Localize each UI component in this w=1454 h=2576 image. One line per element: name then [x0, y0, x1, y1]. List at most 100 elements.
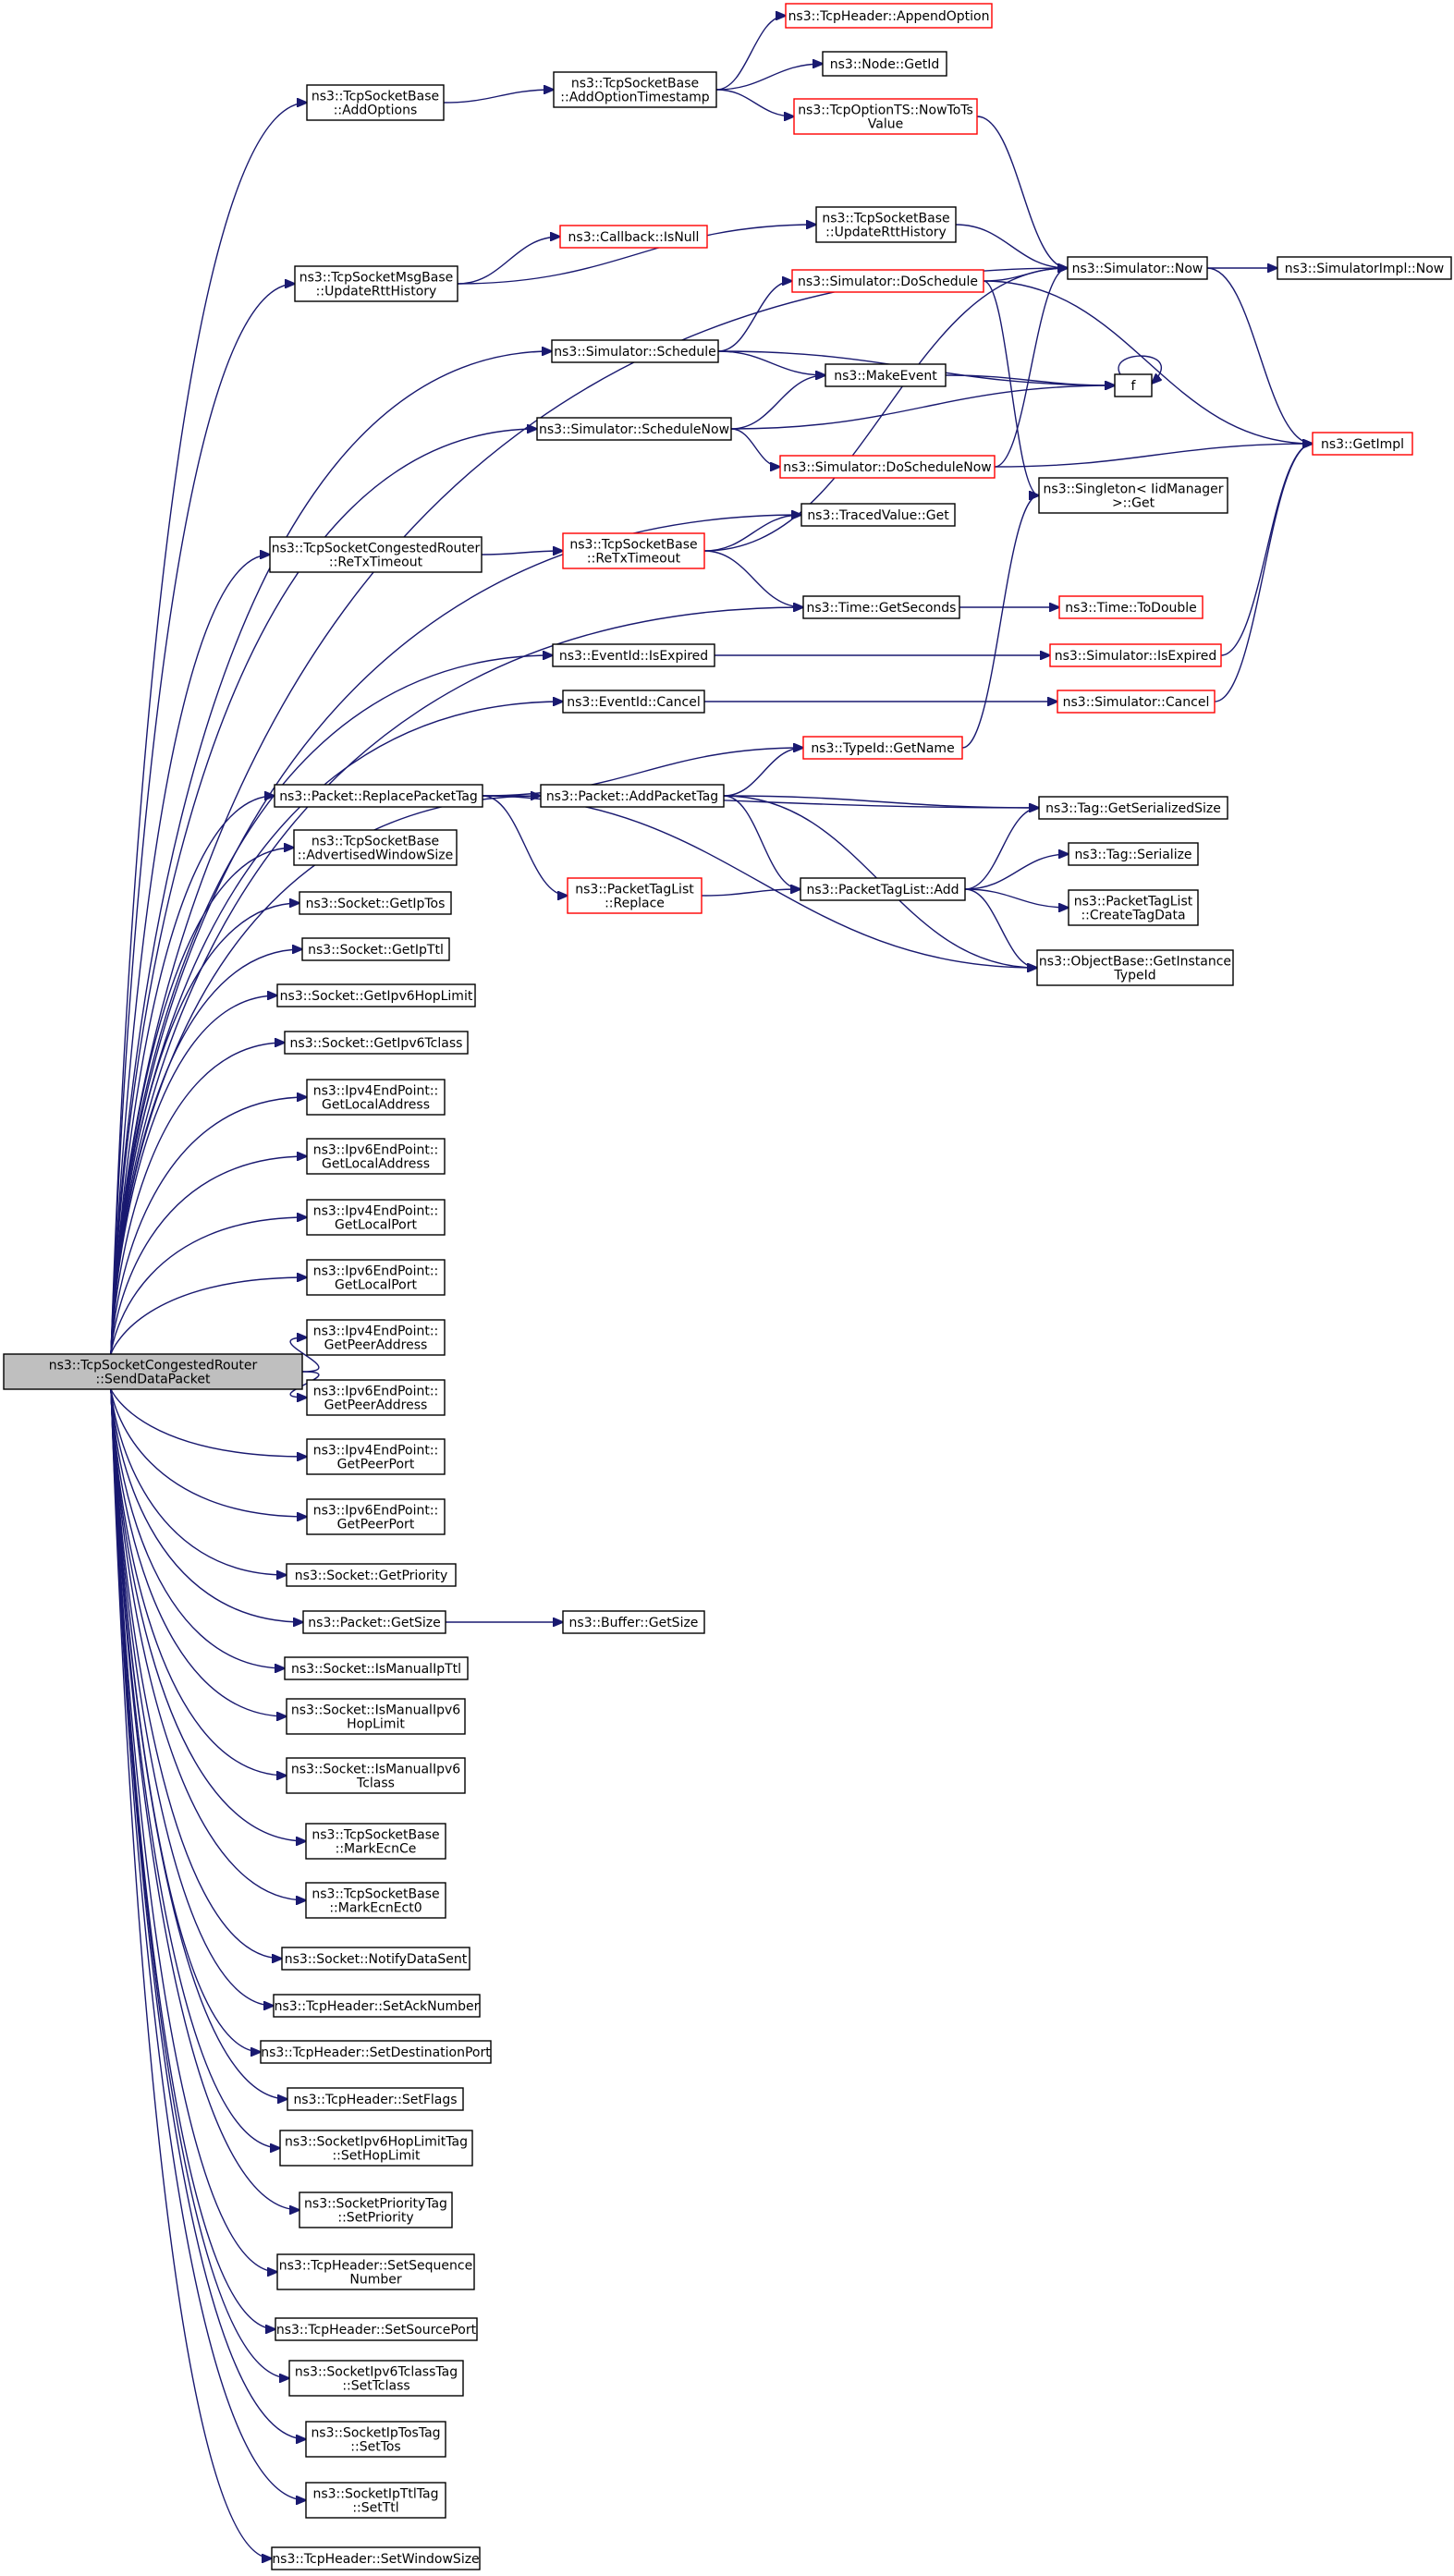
edge: [110, 1388, 307, 1457]
node-box: [793, 98, 978, 135]
node-getIpTos[interactable]: ns3::Socket::GetIpTos: [299, 891, 452, 915]
node-scheduleNow[interactable]: ns3::Simulator::ScheduleNow: [536, 417, 732, 441]
node-label: Value: [868, 117, 903, 132]
node-label: ns3::TcpHeader::SetSourcePort: [276, 2323, 477, 2338]
node-label: ns3::TcpSocketCongestedRouter: [272, 542, 481, 556]
node-label: ns3::Socket::IsManualIpv6: [291, 1703, 460, 1718]
edge-root-to-ip4PeerAddr: [289, 1337, 320, 1373]
node-getSeconds[interactable]: ns3::Time::GetSeconds: [802, 595, 960, 619]
node-replaceTag[interactable]: ns3::Packet::ReplacePacketTag: [274, 784, 483, 808]
node-addPacketTag[interactable]: ns3::Packet::AddPacketTag: [540, 784, 725, 808]
node-getImpl[interactable]: ns3::GetImpl: [1312, 432, 1413, 456]
node-label: ns3::Tag::GetSerializedSize: [1045, 801, 1221, 816]
node-doScheduleNow[interactable]: ns3::Simulator::DoScheduleNow: [779, 455, 996, 479]
node-label: ns3::Tag::Serialize: [1074, 848, 1191, 862]
node-setFlags[interactable]: ns3::TcpHeader::SetFlags: [287, 2087, 464, 2111]
node-ip4LocalPort[interactable]: ns3::Ipv4EndPoint::GetLocalPort: [306, 1199, 446, 1236]
node-getId[interactable]: ns3::Node::GetId: [822, 51, 947, 77]
node-msgUpdRtt[interactable]: ns3::TcpSocketMsgBase::UpdateRttHistory: [294, 265, 458, 302]
node-label: ns3::Socket::GetIpv6HopLimit: [280, 989, 473, 1004]
node-box: [306, 1498, 446, 1535]
node-cbIsNull[interactable]: ns3::Callback::IsNull: [559, 225, 708, 249]
node-ip4PeerPort[interactable]: ns3::Ipv4EndPoint::GetPeerPort: [306, 1438, 446, 1475]
node-makeEvent[interactable]: ns3::MakeEvent: [825, 363, 947, 387]
node-setSrcPort[interactable]: ns3::TcpHeader::SetSourcePort: [275, 2317, 478, 2341]
node-label: ns3::Ipv6EndPoint::: [313, 1504, 439, 1519]
edge-simCancel-to-getImpl: [1214, 444, 1313, 702]
node-simCancel[interactable]: ns3::Simulator::Cancel: [1057, 690, 1216, 714]
node-toDouble[interactable]: ns3::Time::ToDouble: [1058, 595, 1204, 619]
edge-f-self-loop: [1118, 355, 1161, 384]
edge: [717, 350, 825, 375]
node-setTos[interactable]: ns3::SocketIpTosTag::SetTos: [305, 2421, 446, 2458]
node-evCancel[interactable]: ns3::EventId::Cancel: [562, 690, 705, 714]
node-tagSerialize[interactable]: ns3::Tag::Serialize: [1068, 842, 1199, 866]
node-label: ::SetTclass: [342, 2379, 409, 2394]
node-advWin[interactable]: ns3::TcpSocketBase::AdvertisedWindowSize: [293, 829, 458, 866]
node-markEcnEct0[interactable]: ns3::TcpSocketBase::MarkEcnEct0: [305, 1882, 446, 1919]
node-ptlReplace[interactable]: ns3::PacketTagList::Replace: [567, 877, 703, 914]
edge-addOptTs-to-nowToTs: [715, 89, 794, 116]
node-updRtt[interactable]: ns3::TcpSocketBase::UpdateRttHistory: [815, 206, 957, 243]
node-label: ns3::TypeId::GetName: [811, 741, 954, 756]
node-ip6PeerPort[interactable]: ns3::Ipv6EndPoint::GetPeerPort: [306, 1498, 446, 1535]
node-schedule[interactable]: ns3::Simulator::Schedule: [551, 339, 719, 363]
node-setPriority[interactable]: ns3::SocketPriorityTag::SetPriority: [299, 2191, 453, 2228]
node-setDstPort[interactable]: ns3::TcpHeader::SetDestinationPort: [260, 2040, 492, 2064]
edge-ptlAdd-to-tagSerialize: [964, 854, 1069, 890]
node-label: ns3::Ipv4EndPoint::: [313, 1204, 439, 1219]
node-ptlAdd[interactable]: ns3::PacketTagList::Add: [800, 877, 966, 901]
node-baseReTx[interactable]: ns3::TcpSocketBase::ReTxTimeout: [562, 532, 705, 569]
node-appendOpt[interactable]: ns3::TcpHeader::AppendOption: [785, 3, 993, 29]
node-ptlCreate[interactable]: ns3::PacketTagList::CreateTagData: [1068, 889, 1199, 926]
node-box: [800, 877, 966, 901]
node-box: [306, 1438, 446, 1475]
node-tracedGet[interactable]: ns3::TracedValue::Get: [800, 503, 956, 527]
node-typeGetName[interactable]: ns3::TypeId::GetName: [802, 736, 963, 760]
node-label: ns3::SocketIpTtlTag: [312, 2487, 438, 2502]
node-markEcnCe[interactable]: ns3::TcpSocketBase::MarkEcnCe: [305, 1823, 446, 1860]
node-pktGetSize[interactable]: ns3::Packet::GetSize: [302, 1610, 446, 1634]
node-root[interactable]: ns3::TcpSocketCongestedRouter::SendDataP…: [3, 1353, 303, 1390]
node-label: ns3::TcpSocketBase: [569, 538, 697, 553]
node-f[interactable]: f: [1114, 373, 1153, 397]
node-getPriority[interactable]: ns3::Socket::GetPriority: [286, 1563, 457, 1587]
node-getIpTtl[interactable]: ns3::Socket::GetIpTtl: [301, 937, 450, 961]
node-congReTx[interactable]: ns3::TcpSocketCongestedRouter::ReTxTimeo…: [269, 536, 483, 573]
node-bufGetSize[interactable]: ns3::Buffer::GetSize: [562, 1610, 705, 1634]
node-setTtl[interactable]: ns3::SocketIpTtlTag::SetTtl: [305, 2482, 446, 2519]
node-setAck[interactable]: ns3::TcpHeader::SetAckNumber: [273, 1994, 481, 2018]
node-tagGetSer[interactable]: ns3::Tag::GetSerializedSize: [1038, 796, 1228, 820]
node-simImplNow[interactable]: ns3::SimulatorImpl::Now: [1277, 256, 1452, 280]
node-ip6LocalPort[interactable]: ns3::Ipv6EndPoint::GetLocalPort: [306, 1259, 446, 1296]
node-ip6LocalAddr[interactable]: ns3::Ipv6EndPoint::GetLocalAddress: [306, 1138, 446, 1175]
node-label: ns3::PacketTagList: [1074, 895, 1193, 910]
node-getIpv6Hop[interactable]: ns3::Socket::GetIpv6HopLimit: [276, 983, 476, 1007]
node-setHopLimit[interactable]: ns3::SocketIpv6HopLimitTag::SetHopLimit: [279, 2130, 473, 2167]
node-simNow[interactable]: ns3::Simulator::Now: [1067, 256, 1208, 280]
edge: [945, 374, 1115, 385]
node-evIsExpired[interactable]: ns3::EventId::IsExpired: [552, 643, 715, 667]
node-setTclass[interactable]: ns3::SocketIpv6TclassTag::SetTclass: [288, 2360, 464, 2397]
node-setWin[interactable]: ns3::TcpHeader::SetWindowSize: [271, 2546, 481, 2570]
node-doSchedule[interactable]: ns3::Simulator::DoSchedule: [791, 269, 984, 293]
node-singletonGet[interactable]: ns3::Singleton< IidManager >::Get: [1038, 477, 1228, 514]
node-label: ns3::TracedValue::Get: [807, 508, 949, 523]
node-simIsExpired[interactable]: ns3::Simulator::IsExpired: [1049, 643, 1222, 667]
node-isManIpTtl[interactable]: ns3::Socket::IsManualIpTtl: [284, 1656, 469, 1680]
edge-typeGetName-to-singletonGet: [961, 495, 1039, 749]
node-addOptTs[interactable]: ns3::TcpSocketBase::AddOptionTimestamp: [553, 71, 717, 108]
node-ip6PeerAddr[interactable]: ns3::Ipv6EndPoint::GetPeerAddress: [306, 1379, 446, 1416]
node-notifyDataSent[interactable]: ns3::Socket::NotifyDataSent: [281, 1947, 470, 1971]
node-addOptions[interactable]: ns3::TcpSocketBase::AddOptions: [306, 84, 445, 121]
node-box: [306, 1079, 446, 1116]
node-ip4LocalAddr[interactable]: ns3::Ipv4EndPoint::GetLocalAddress: [306, 1079, 446, 1116]
node-getIpv6Tc[interactable]: ns3::Socket::GetIpv6Tclass: [284, 1031, 469, 1055]
node-ip4PeerAddr[interactable]: ns3::Ipv4EndPoint::GetPeerAddress: [306, 1319, 446, 1356]
node-label: Number: [349, 2273, 401, 2288]
